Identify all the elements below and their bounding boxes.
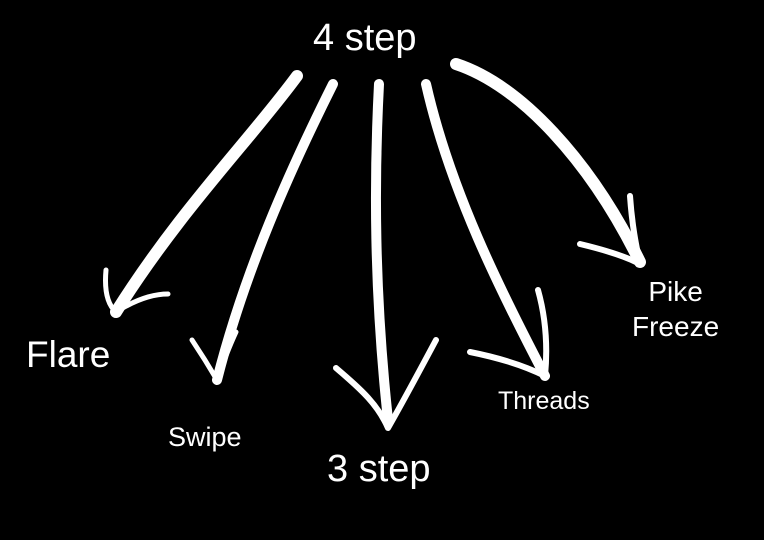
branch-label-threads: Threads (498, 387, 590, 415)
arrow-to-threads (421, 79, 550, 381)
branch-label-pike-line-1: Pike (648, 276, 703, 307)
arrow-to-pike-freeze (450, 58, 646, 268)
branch-label-flare: Flare (26, 334, 111, 375)
branch-label-3-step: 3 step (327, 448, 431, 490)
arrow-to-swipe (189, 79, 338, 385)
arrow-to-3-step (333, 79, 439, 431)
branch-label-pike-freeze: Pike Freeze (632, 274, 719, 344)
root-node-label: 4 step (313, 17, 417, 59)
arrow-to-flare (103, 70, 303, 318)
branch-label-swipe: Swipe (168, 422, 242, 452)
branch-label-pike-line-2: Freeze (632, 311, 720, 342)
